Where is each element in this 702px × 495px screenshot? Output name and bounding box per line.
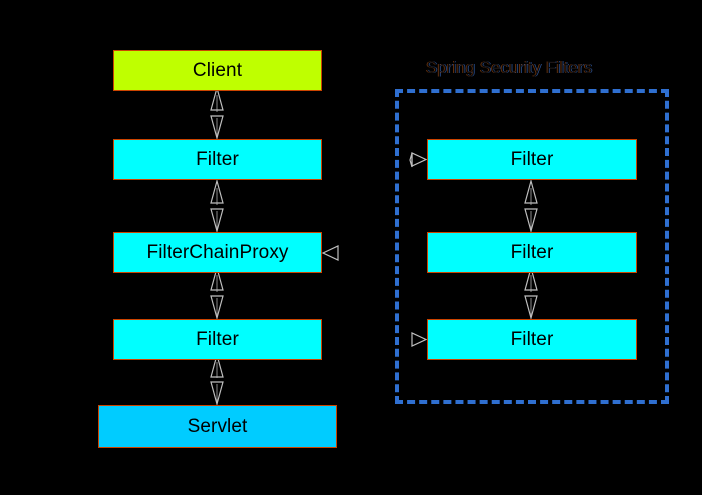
connector-proxy-filter2: [210, 265, 224, 321]
node-filter-2[interactable]: Filter: [113, 319, 322, 360]
node-filterchainproxy[interactable]: FilterChainProxy: [113, 232, 322, 273]
node-filter-1[interactable]: Filter: [113, 139, 322, 180]
node-security-filter-3[interactable]: Filter: [427, 319, 637, 360]
spring-security-filters-group: [395, 89, 669, 404]
connector-filter1-proxy: [210, 178, 224, 234]
group-title-spring-security-filters: Spring Security Filters: [426, 58, 593, 77]
node-security-filter-2[interactable]: Filter: [427, 232, 637, 273]
node-security-filter-1[interactable]: Filter: [427, 139, 637, 180]
node-client[interactable]: Client: [113, 50, 322, 91]
connector-filter2-servlet: [210, 352, 224, 407]
connector-client-filter1: [210, 85, 224, 141]
node-servlet[interactable]: Servlet: [98, 405, 337, 448]
